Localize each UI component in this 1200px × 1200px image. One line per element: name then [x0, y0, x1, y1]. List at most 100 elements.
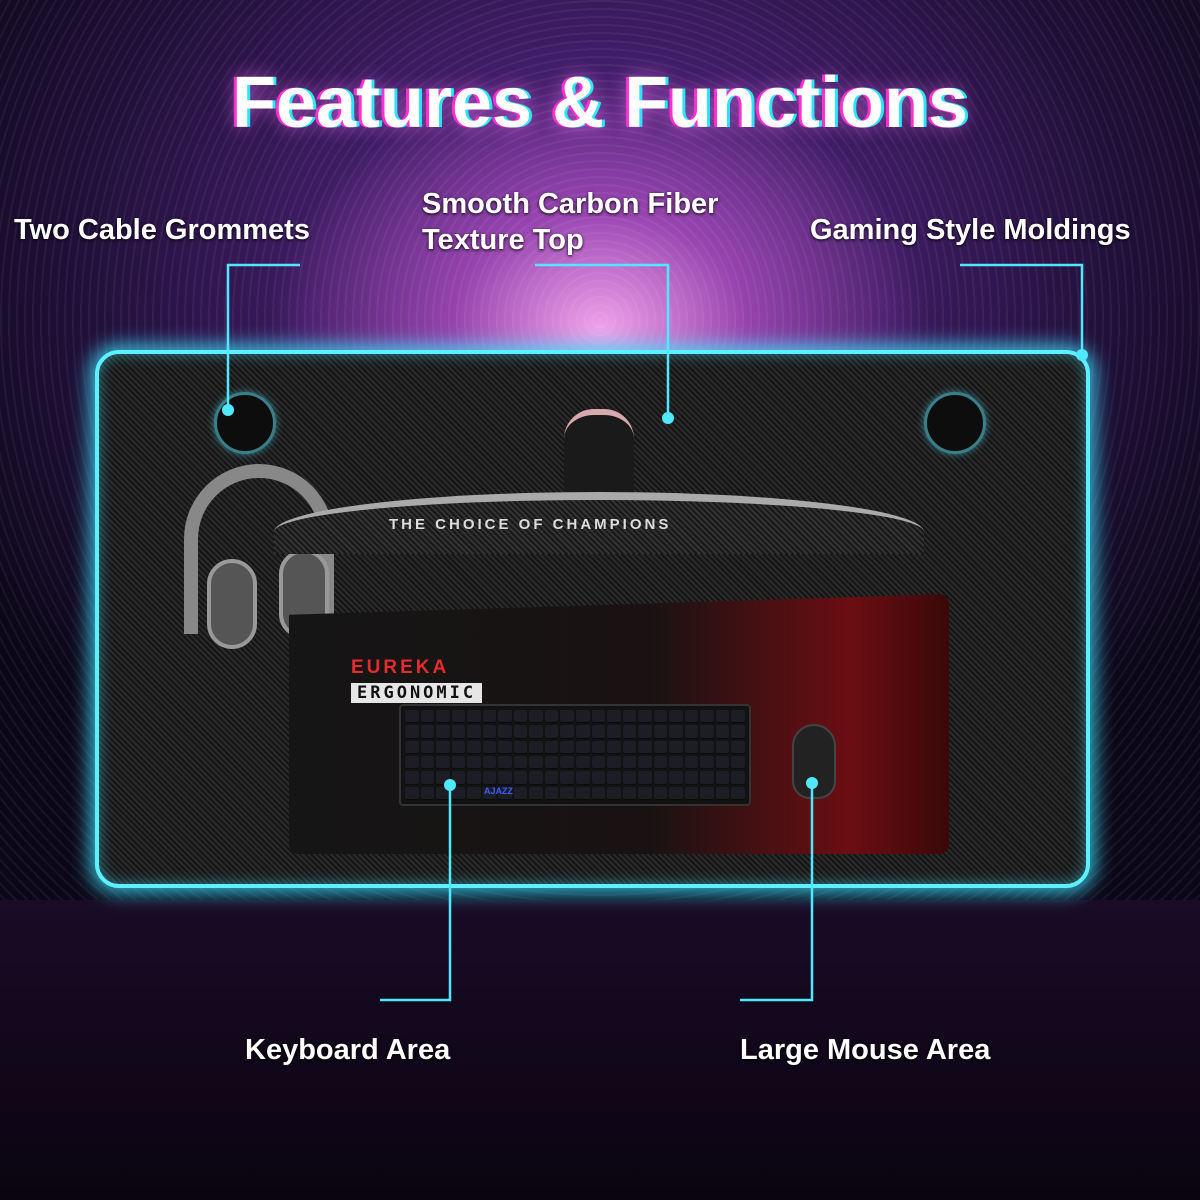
key: [622, 725, 637, 739]
key: [622, 786, 637, 800]
curved-monitor: [274, 492, 924, 554]
callout-keyboard: [380, 785, 452, 1002]
label-carbon-line1: Smooth Carbon Fiber: [422, 188, 719, 220]
key: [684, 710, 699, 724]
key: [607, 786, 621, 800]
key: [467, 755, 481, 770]
key: [638, 725, 652, 739]
key: [482, 725, 497, 739]
key: [544, 786, 559, 800]
key: [420, 710, 435, 724]
key: [405, 755, 419, 770]
key: [731, 755, 745, 770]
label-gaming-moldings: Gaming Style Moldings: [810, 214, 1131, 246]
key: [684, 786, 699, 800]
key: [653, 786, 668, 800]
key: [607, 740, 621, 754]
key: [591, 740, 606, 754]
key: [700, 725, 714, 739]
key: [576, 740, 590, 754]
key: [700, 740, 714, 754]
key: [591, 771, 606, 785]
key: [436, 786, 450, 800]
key: [715, 771, 730, 785]
key: [576, 755, 590, 770]
key: [513, 740, 528, 754]
key: [544, 710, 559, 724]
key: [529, 771, 543, 785]
key: [560, 740, 574, 754]
monitor-stand: [564, 409, 634, 499]
key: [451, 786, 466, 800]
key: [513, 786, 528, 800]
key: [607, 710, 621, 724]
key: [622, 755, 637, 770]
key: [436, 710, 450, 724]
keyboard-brand: AJAZZ: [484, 786, 513, 796]
key: [607, 771, 621, 785]
key: [436, 755, 450, 770]
key: [467, 725, 481, 739]
key: [482, 710, 497, 724]
key: [436, 740, 450, 754]
key: [529, 740, 543, 754]
key: [498, 755, 512, 770]
key: [700, 771, 714, 785]
key: [731, 740, 745, 754]
callout-dot: [806, 777, 818, 789]
key: [467, 710, 481, 724]
key: [544, 725, 559, 739]
key: [451, 755, 466, 770]
monitor-text: THE CHOICE OF CHAMPIONS: [389, 516, 672, 533]
key: [715, 710, 730, 724]
key: [715, 786, 730, 800]
key: [653, 771, 668, 785]
key: [405, 786, 419, 800]
key: [591, 786, 606, 800]
key: [622, 740, 637, 754]
key: [529, 755, 543, 770]
key: [467, 786, 481, 800]
key: [451, 771, 466, 785]
key: [731, 710, 745, 724]
key: [700, 710, 714, 724]
key: [669, 786, 683, 800]
key: [420, 786, 435, 800]
callout-dot: [1076, 349, 1088, 361]
key: [420, 771, 435, 785]
key: [653, 755, 668, 770]
key: [653, 740, 668, 754]
key: [513, 755, 528, 770]
key: [529, 725, 543, 739]
key: [684, 771, 699, 785]
key: [482, 786, 497, 800]
callout-grommets: [226, 263, 300, 410]
key: [544, 755, 559, 770]
key: [405, 710, 419, 724]
key: [451, 725, 466, 739]
callout-moldings: [960, 263, 1084, 355]
label-mouse-area: Large Mouse Area: [740, 1034, 991, 1066]
key: [591, 725, 606, 739]
key: [591, 755, 606, 770]
key: [576, 725, 590, 739]
pad-subbrand: ERGONOMIC: [351, 683, 483, 703]
key: [638, 740, 652, 754]
key: [498, 725, 512, 739]
key: [482, 740, 497, 754]
key: [715, 755, 730, 770]
headphone-cup-left: [207, 559, 257, 649]
key: [653, 725, 668, 739]
key: [513, 771, 528, 785]
key: [467, 771, 481, 785]
key: [560, 786, 574, 800]
key: [498, 740, 512, 754]
desk-top: THE CHOICE OF CHAMPIONS EUREKA ERGONOMIC…: [95, 350, 1090, 888]
key: [529, 710, 543, 724]
key: [622, 710, 637, 724]
key: [669, 725, 683, 739]
cable-grommet-left: [214, 392, 276, 454]
key: [731, 771, 745, 785]
key: [451, 740, 466, 754]
